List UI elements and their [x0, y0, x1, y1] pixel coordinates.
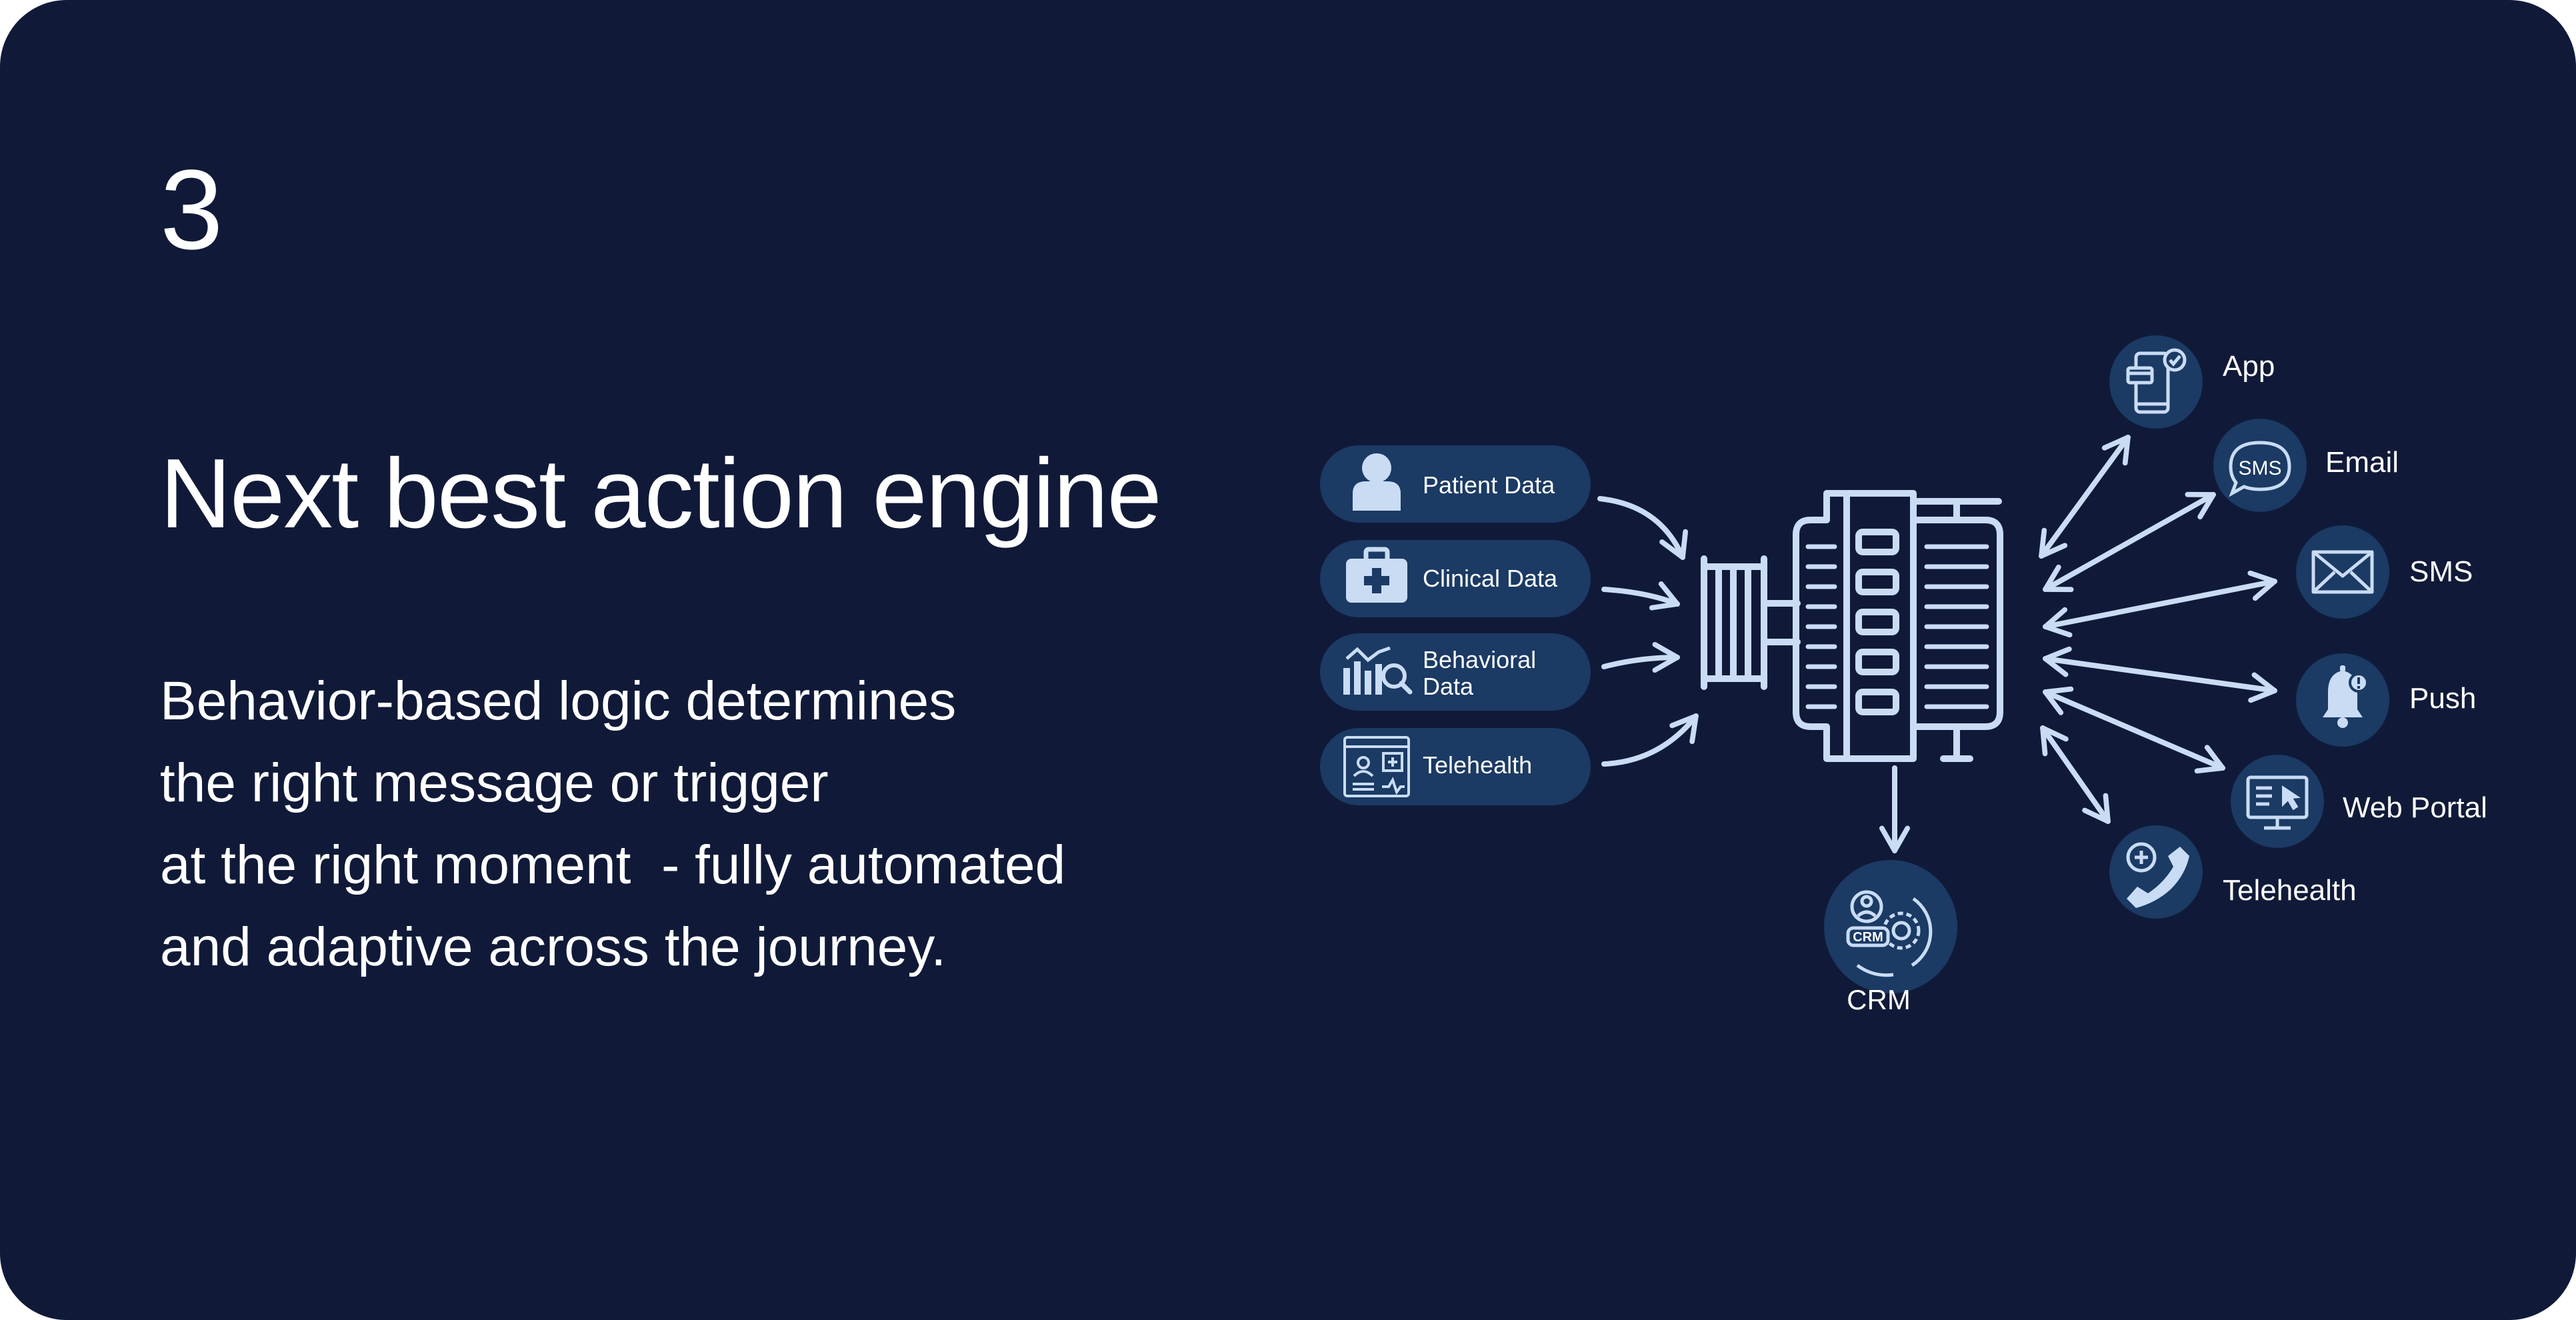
input-behavioral-data: Behavioral Data: [1320, 633, 1591, 711]
input-patient-data: Patient Data: [1320, 445, 1591, 523]
arrow-input-2: [1601, 581, 1680, 611]
output-icon-circle: [2213, 419, 2307, 512]
crm-output: CRM CRM: [1824, 860, 1957, 1015]
input-clinical-data: Clinical Data: [1320, 540, 1591, 617]
crm-gear-icon: [1846, 890, 1933, 977]
output-label: Web Portal: [2343, 791, 2487, 824]
input-label: Clinical Data: [1423, 565, 1558, 592]
arrow-web-portal: [2043, 686, 2225, 774]
arrow-sms: [2043, 570, 2277, 638]
arrow-telehealth: [2040, 725, 2111, 824]
input-label: Telehealth: [1423, 751, 1532, 779]
sms-badge: SMS: [2238, 457, 2281, 479]
arrow-email: [2043, 491, 2216, 593]
analytics-chart-icon: [1343, 646, 1413, 695]
step-number: 3: [160, 147, 223, 273]
monitor-cursor-icon: [2246, 775, 2309, 830]
output-label: Push: [2409, 682, 2476, 715]
arrow-app: [2039, 435, 2131, 559]
description-line: Behavior-based logic determines: [160, 671, 957, 731]
input-pill: [1320, 633, 1591, 711]
envelope-icon: [2311, 550, 2374, 594]
description-line: at the right moment - fully automated: [160, 835, 1066, 895]
arrow-push: [2043, 646, 2277, 703]
sms-bubble-icon: [2229, 441, 2291, 497]
crm-label: CRM: [1847, 984, 1911, 1015]
input-telehealth: Telehealth: [1320, 728, 1591, 805]
input-label: Patient Data: [1423, 471, 1555, 499]
description-line: and adaptive across the journey.: [160, 917, 947, 977]
input-arrows: [1597, 496, 1699, 767]
output-push: Push: [2296, 653, 2476, 747]
description-line: the right message or trigger: [160, 753, 829, 813]
output-app: App: [2109, 335, 2275, 429]
input-label-line2: Data: [1423, 673, 1474, 700]
output-arrows: [2039, 435, 2277, 824]
output-email: SMS Email: [2213, 419, 2399, 512]
telehealth-screen-icon: [1343, 736, 1410, 797]
medical-kit-icon: [1346, 547, 1407, 603]
phone-plus-icon: [2126, 842, 2189, 908]
output-web-portal: Web Portal: [2231, 755, 2487, 848]
mobile-app-icon: [2126, 348, 2187, 414]
engine-icon: [1701, 490, 2003, 762]
output-icon-circle: [2109, 825, 2203, 919]
arrow-input-3: [1601, 641, 1680, 673]
output-label: SMS: [2409, 555, 2473, 588]
output-telehealth: Telehealth: [2109, 825, 2357, 919]
arrow-input-1: [1597, 496, 1688, 560]
input-label: Behavioral: [1423, 646, 1536, 673]
slide-title: Next best action engine: [160, 439, 1162, 549]
output-icon-circle: [2109, 335, 2203, 429]
output-label: Telehealth: [2223, 874, 2357, 907]
crm-badge: CRM: [1853, 930, 1883, 945]
output-label: App: [2223, 350, 2275, 383]
bell-icon: [2323, 665, 2369, 728]
arrow-input-4: [1601, 713, 1699, 767]
output-sms: SMS: [2296, 525, 2473, 619]
slide-description: Behavior-based logic determines the righ…: [160, 660, 1065, 988]
patient-icon: [1353, 453, 1401, 511]
output-label: Email: [2325, 446, 2399, 479]
output-icon-circle: [2231, 755, 2324, 848]
output-icon-circle: [2296, 525, 2389, 619]
